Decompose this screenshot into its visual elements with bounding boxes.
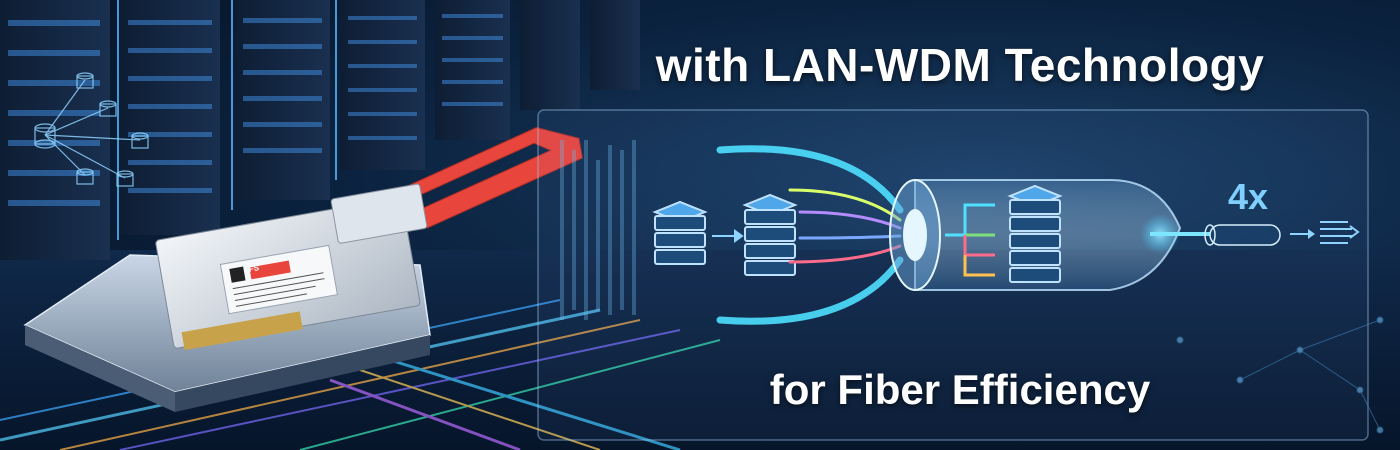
multi-stream-arrow-icon: [1320, 221, 1360, 244]
output-fiber: [1140, 214, 1315, 254]
arrow-right-icon: [712, 229, 744, 243]
qsfp-transceiver: [155, 126, 583, 350]
network-nodes: [1176, 316, 1384, 434]
branch-arrows: [945, 203, 995, 277]
server-stack-icon-3: [1007, 184, 1063, 283]
binary-stream: [560, 140, 636, 320]
server-stack-icon-2: [742, 193, 798, 276]
database-network-icon: [34, 72, 149, 187]
subline: for Fiber Efficiency: [769, 366, 1151, 413]
headline: with LAN-WDM Technology: [655, 39, 1265, 91]
server-stack-icon-1: [652, 200, 708, 265]
multiplier-label: 4x: [1227, 176, 1269, 217]
brand-logo: [249, 260, 291, 280]
